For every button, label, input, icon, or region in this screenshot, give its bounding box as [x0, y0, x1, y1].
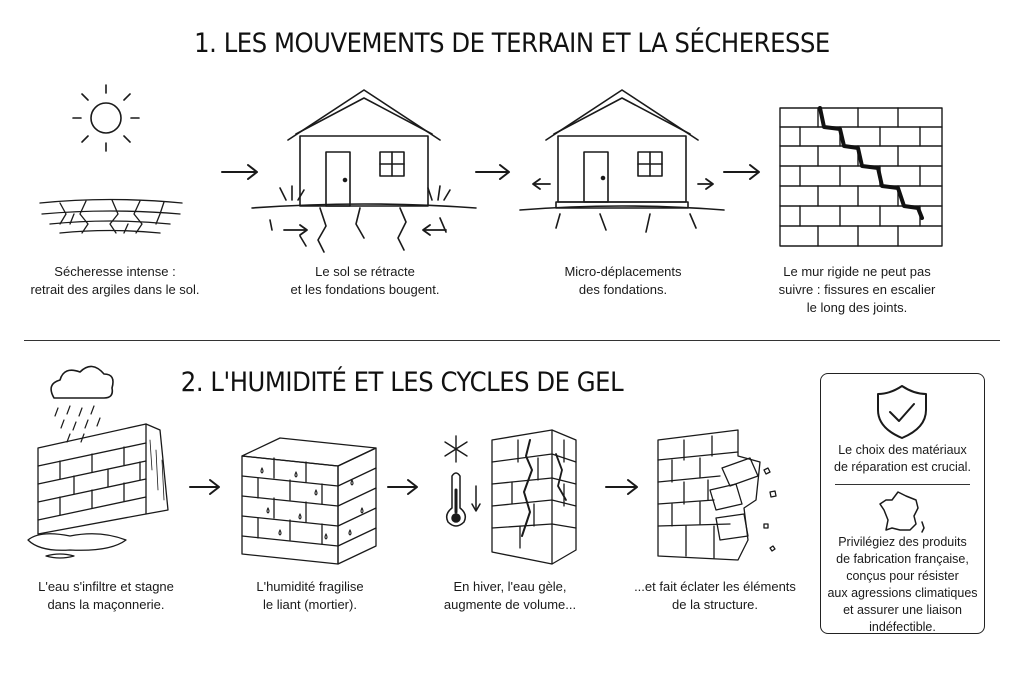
- panel-divider: [835, 484, 970, 485]
- shield-check-icon: [877, 385, 927, 439]
- arrow-right-icon: [387, 479, 418, 495]
- panel-top-text: Le choix des matériaux de réparation est…: [834, 443, 971, 474]
- rain-cloud-icon: [50, 365, 114, 443]
- step-caption-freezing: En hiver, l'eau gèle, augmente de volume…: [443, 579, 577, 612]
- arrow-right-icon: [189, 479, 220, 495]
- snowflake-icon: [444, 435, 468, 463]
- moist-mortar-block-icon: [241, 437, 377, 565]
- arrow-right-icon: [475, 164, 510, 180]
- arrow-right-icon: [221, 164, 258, 180]
- cracked-wall-icon: [491, 429, 577, 565]
- step-caption-micro-displacement: Micro-déplacements des fondations.: [564, 264, 682, 297]
- arrow-right-icon: [605, 479, 638, 495]
- brick-wall-crack-icon: [779, 106, 943, 247]
- burst-wall-icon: [657, 429, 777, 561]
- house-icon: [519, 89, 725, 233]
- france-map-icon: [879, 491, 925, 533]
- cracked-soil-icon: [39, 198, 183, 234]
- recommendation-panel: Le choix des matériaux de réparation est…: [820, 373, 985, 634]
- step-caption-stair-cracks: Le mur rigide ne peut pas suivre : fissu…: [778, 264, 936, 315]
- step-caption-drought: Sécheresse intense : retrait des argiles…: [30, 264, 200, 297]
- panel-bottom-text: Privilégiez des produits de fabrication …: [827, 535, 978, 634]
- thermometer-icon: [445, 472, 481, 527]
- step-caption-mortar-weakening: L'humidité fragilise le liant (mortier).: [256, 579, 364, 612]
- sun-icon: [72, 84, 140, 152]
- section-1-title: 1. LES MOUVEMENTS DE TERRAIN ET LA SÉCHE…: [194, 28, 830, 59]
- house-icon: [251, 89, 477, 253]
- wet-brick-wall-icon: [27, 423, 169, 559]
- step-caption-water-infiltration: L'eau s'infiltre et stagne dans la maçon…: [38, 579, 174, 612]
- section-2-title: 2. L'HUMIDITÉ ET LES CYCLES DE GEL: [180, 367, 624, 398]
- step-caption-soil-retraction: Le sol se rétracte et les fondations bou…: [290, 264, 440, 297]
- section-divider: [24, 340, 1000, 341]
- arrow-right-icon: [723, 164, 760, 180]
- step-caption-bursting: ...et fait éclater les éléments de la st…: [634, 579, 796, 612]
